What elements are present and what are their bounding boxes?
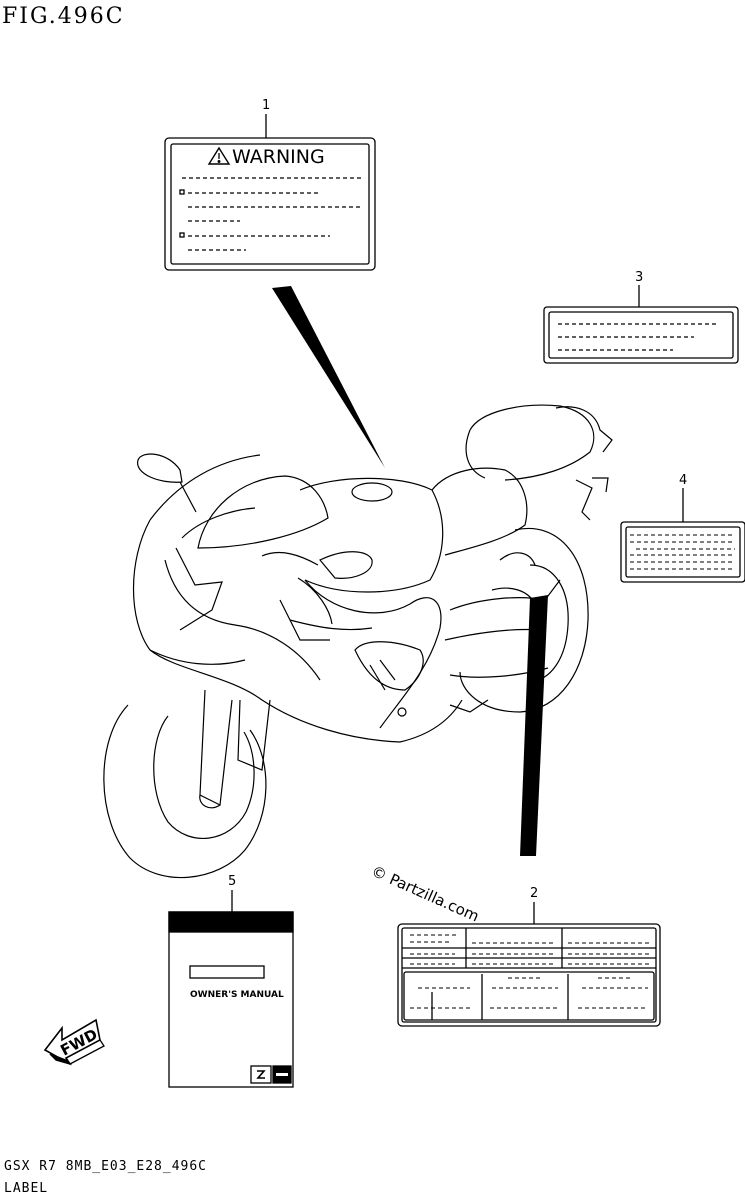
label-3-part[interactable] xyxy=(543,285,739,364)
label-2-part[interactable] xyxy=(397,902,661,1027)
suzuki-logo-icon xyxy=(250,1065,272,1084)
model-code: GSX R7 8MB_E03_E28_496C xyxy=(4,1159,208,1174)
callout-2: 2 xyxy=(530,886,539,901)
figure-title: FIG.496C xyxy=(2,4,125,29)
callout-4: 4 xyxy=(679,473,688,488)
motorcycle-illustration xyxy=(103,404,613,879)
callout-5: 5 xyxy=(228,874,237,889)
warning-heading: WARNING xyxy=(232,146,325,168)
forward-arrow-icon: FWD xyxy=(43,1018,105,1066)
callout-1: 1 xyxy=(262,98,271,113)
owners-manual-part[interactable]: OWNER'S MANUAL xyxy=(168,890,294,1088)
callout-3: 3 xyxy=(635,270,644,285)
warning-label-part[interactable]: WARNING xyxy=(164,114,376,271)
owners-manual-title: OWNER'S MANUAL xyxy=(190,990,284,1000)
section-label: LABEL xyxy=(4,1181,49,1196)
label-4-part[interactable] xyxy=(620,488,745,583)
warning-triangle-icon xyxy=(207,146,231,165)
